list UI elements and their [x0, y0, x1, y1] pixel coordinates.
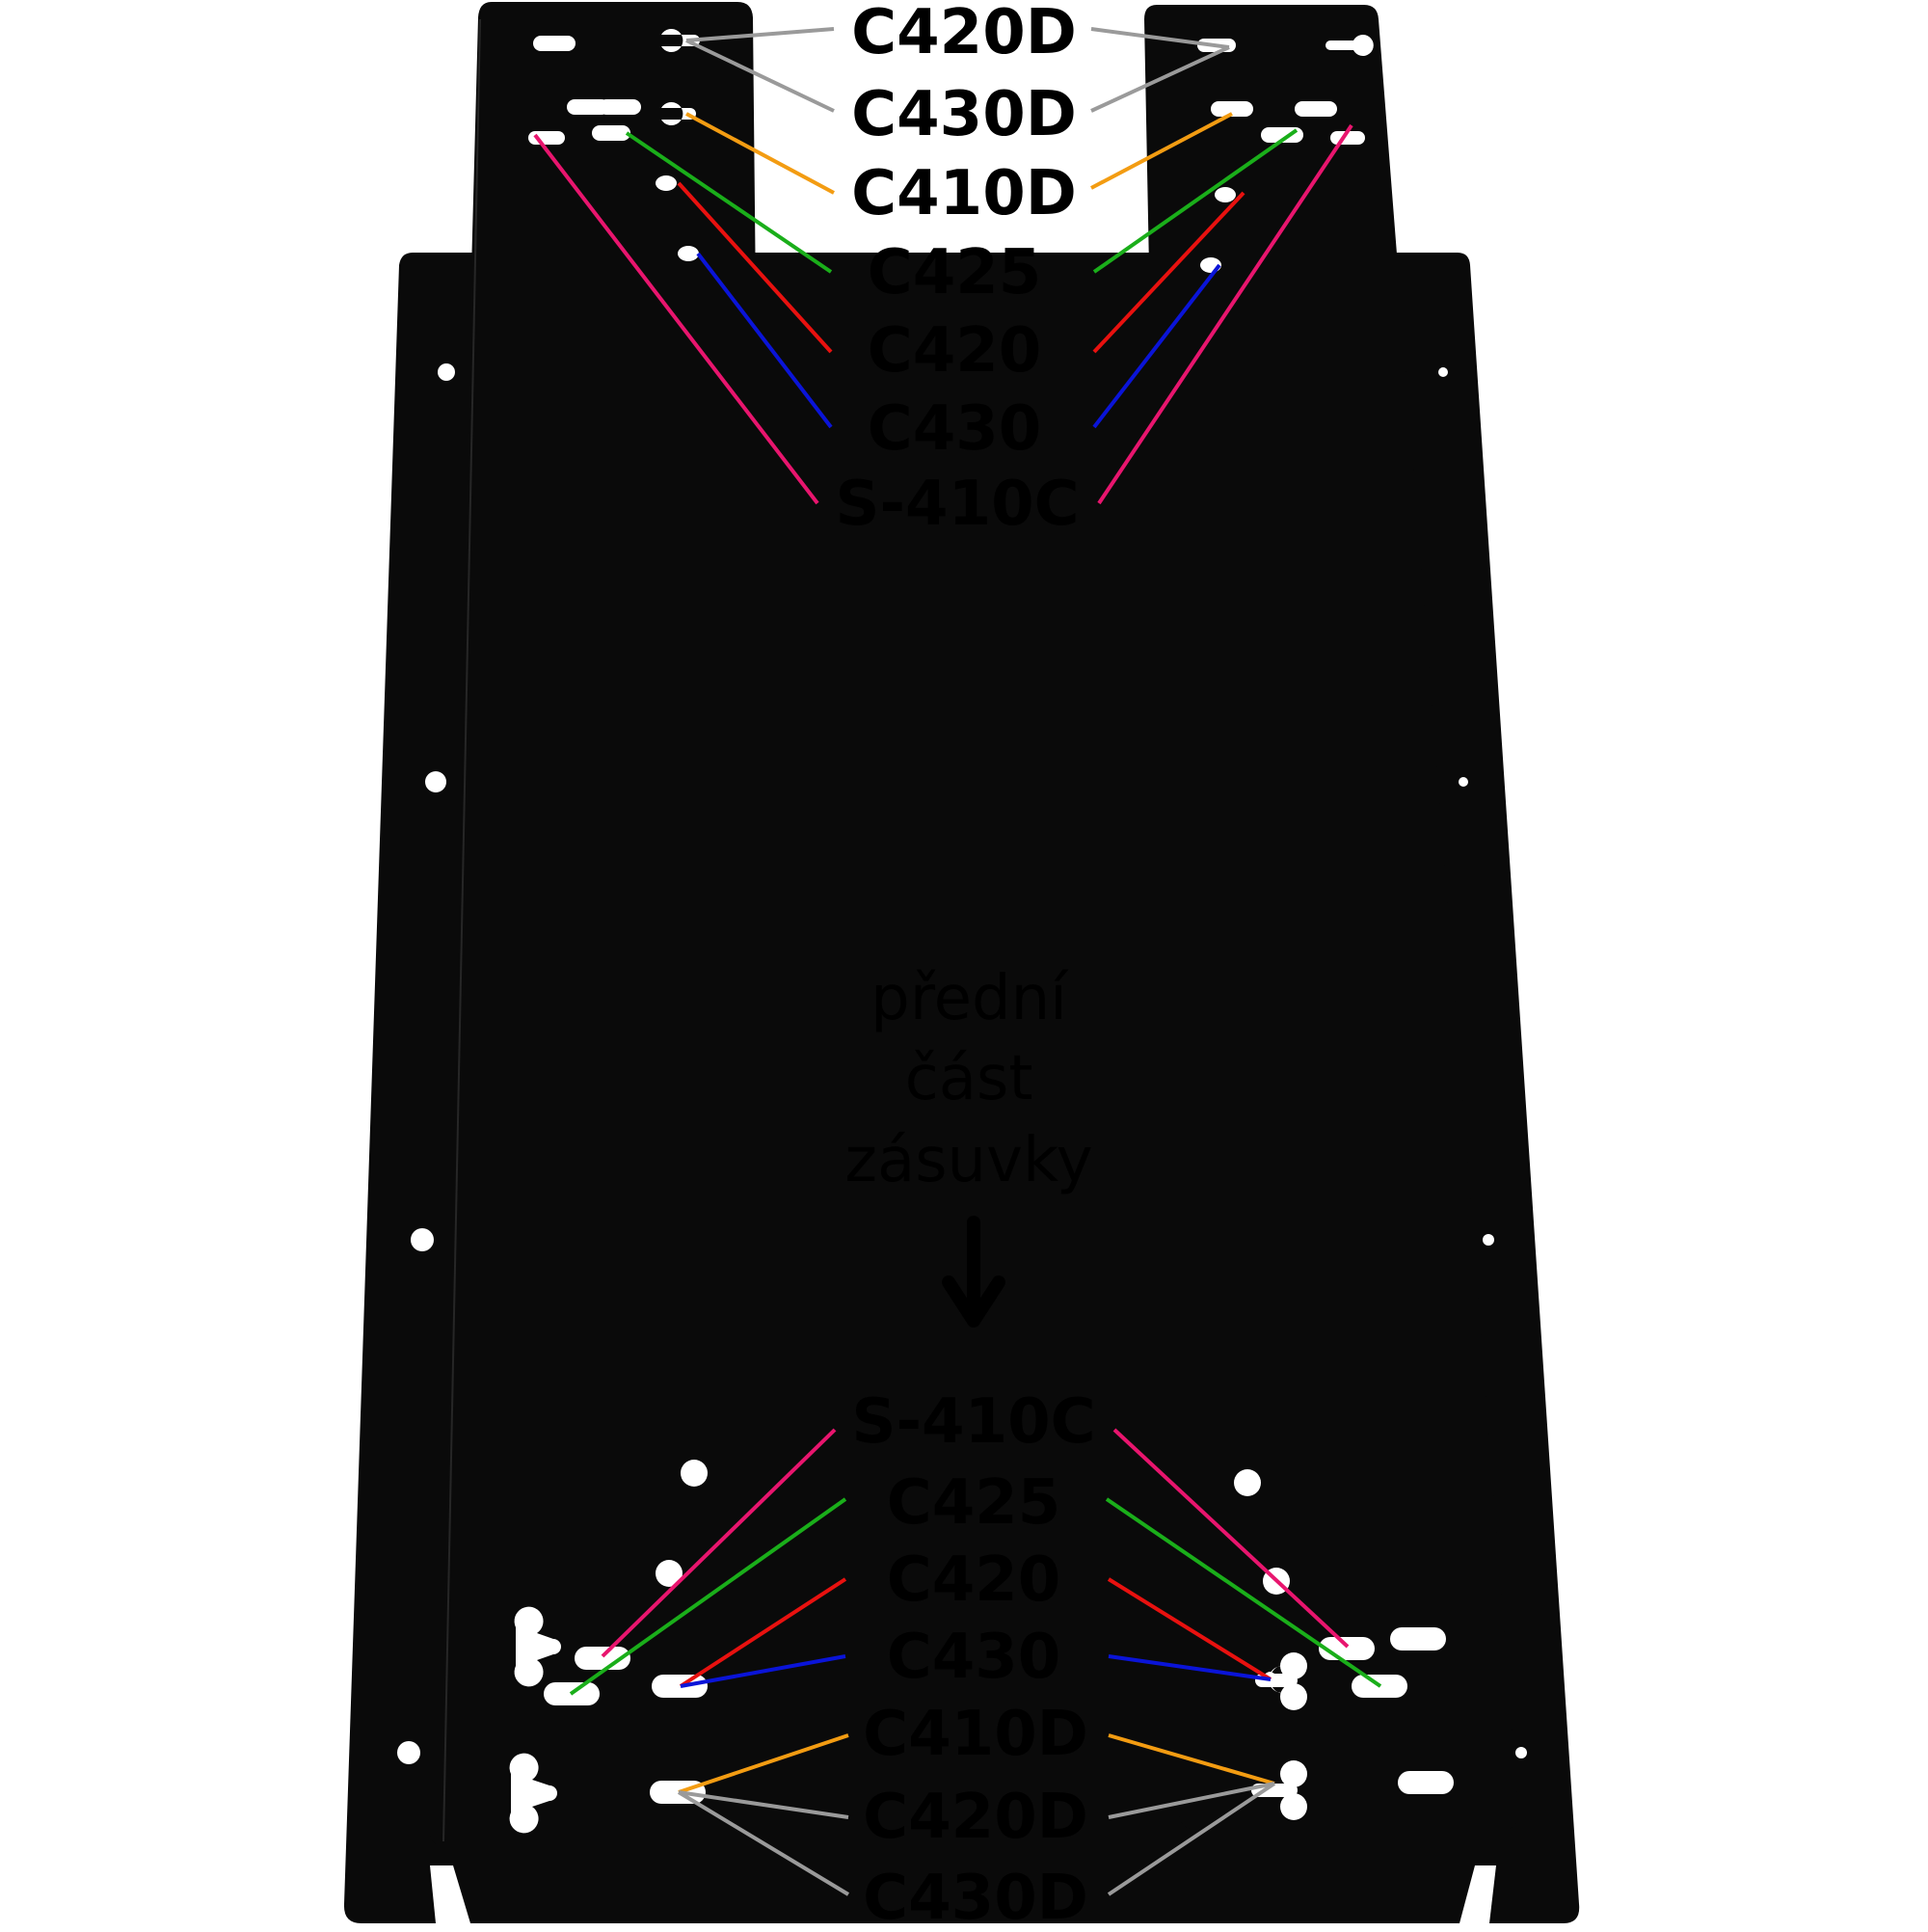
top-label-c430: C430 — [868, 393, 1042, 465]
front-note: přední část zásuvky — [844, 963, 1093, 1328]
leader-line-gray — [685, 39, 835, 113]
leader-line-pink — [1112, 1428, 1350, 1649]
leader-line-pink — [1097, 123, 1353, 505]
leader-line-red — [679, 1577, 847, 1688]
hole — [1234, 1469, 1261, 1496]
slot — [1390, 1627, 1446, 1650]
leader-line-pink — [533, 133, 819, 505]
bottom-label-c425: C425 — [887, 1467, 1061, 1539]
hole — [681, 1460, 708, 1487]
hole — [678, 246, 699, 261]
bottom-labels: S-410C C425 C420 C430 C410D C420D C430D — [851, 1386, 1095, 1932]
slot — [575, 1647, 630, 1670]
slot — [533, 36, 576, 51]
hole — [1280, 1760, 1307, 1787]
keyhole — [514, 1606, 561, 1687]
hole — [656, 175, 677, 191]
leader-line-blue — [1108, 1654, 1272, 1681]
leader-line-orange — [1090, 112, 1233, 190]
leader-line-gray — [677, 1790, 850, 1896]
left-rail-body — [429, 2, 771, 1846]
right-rail-body — [1144, 5, 1519, 1830]
leader-line-red — [1107, 1577, 1272, 1681]
slot — [1398, 1771, 1454, 1794]
left-rail-edge — [442, 18, 481, 1842]
bottom-label-c420: C420 — [887, 1544, 1061, 1616]
slot — [652, 1675, 708, 1698]
outer-hole — [1459, 777, 1468, 787]
leader-line-orange — [1108, 1733, 1275, 1785]
slot — [592, 125, 630, 141]
note-line-1: přední — [870, 963, 1069, 1034]
leader-line-gray — [678, 1790, 849, 1819]
bottom-label-c430d: C430D — [863, 1863, 1088, 1928]
top-label-s410c: S-410C — [835, 469, 1079, 540]
keyhole — [661, 29, 700, 52]
leader-line-red — [677, 181, 833, 354]
outer-hole — [425, 771, 446, 792]
hole — [1280, 1683, 1307, 1710]
bottom-label-c430: C430 — [887, 1622, 1061, 1693]
slot — [599, 99, 641, 115]
slot — [1211, 101, 1253, 117]
leader-line-blue — [1092, 263, 1221, 429]
leader-line-green — [569, 1497, 847, 1696]
leader-line-blue — [680, 1654, 846, 1688]
bottom-label-c420d: C420D — [863, 1782, 1088, 1853]
top-label-c425: C425 — [868, 237, 1042, 309]
note-line-3: zásuvky — [844, 1125, 1092, 1196]
top-label-c430d: C430D — [851, 79, 1077, 150]
leader-line-red — [1092, 191, 1245, 354]
hole — [1280, 1652, 1307, 1679]
slot — [528, 131, 565, 145]
outer-plate-fold-right — [1459, 1865, 1496, 1923]
leader-line-orange — [685, 112, 835, 195]
leader-lines — [533, 27, 1382, 1896]
hole — [1215, 187, 1236, 202]
leader-line-gray — [685, 27, 835, 42]
outer-hole — [411, 1228, 434, 1251]
bottom-label-c410d: C410D — [863, 1699, 1088, 1770]
slot — [1295, 101, 1337, 117]
outer-hole — [438, 363, 455, 381]
outer-hole — [1515, 1747, 1527, 1758]
bottom-label-s410c: S-410C — [851, 1386, 1095, 1458]
arrow-down-icon — [942, 1216, 1005, 1328]
keyhole — [509, 1753, 557, 1834]
outer-hole — [1483, 1234, 1494, 1246]
hole — [656, 1560, 683, 1587]
leader-line-gray — [1090, 27, 1230, 49]
left-rail — [429, 2, 771, 1846]
leader-line-green — [1092, 128, 1299, 274]
note-line-2: část — [905, 1043, 1033, 1114]
leader-line-green — [1105, 1497, 1382, 1688]
leader-line-pink — [601, 1428, 837, 1658]
leader-line-gray — [1090, 45, 1230, 113]
outer-hole — [397, 1741, 420, 1764]
leader-line-green — [625, 131, 833, 274]
leader-line-orange — [678, 1733, 849, 1794]
outer-plate-fold-left — [430, 1865, 470, 1923]
keyhole — [1326, 35, 1374, 56]
leader-line-gray — [1108, 1782, 1275, 1819]
leader-line-gray — [1107, 1782, 1276, 1896]
outer-hole — [1438, 367, 1448, 377]
slot — [567, 99, 609, 115]
leader-line-blue — [696, 252, 833, 429]
top-label-c410d: C410D — [851, 158, 1077, 229]
top-labels: C420D C430D C410D C425 C420 C430 S-410C — [835, 0, 1079, 540]
hole — [1280, 1793, 1307, 1820]
top-label-c420: C420 — [868, 315, 1042, 387]
top-label-c420d: C420D — [851, 0, 1077, 68]
keyhole — [661, 102, 696, 126]
